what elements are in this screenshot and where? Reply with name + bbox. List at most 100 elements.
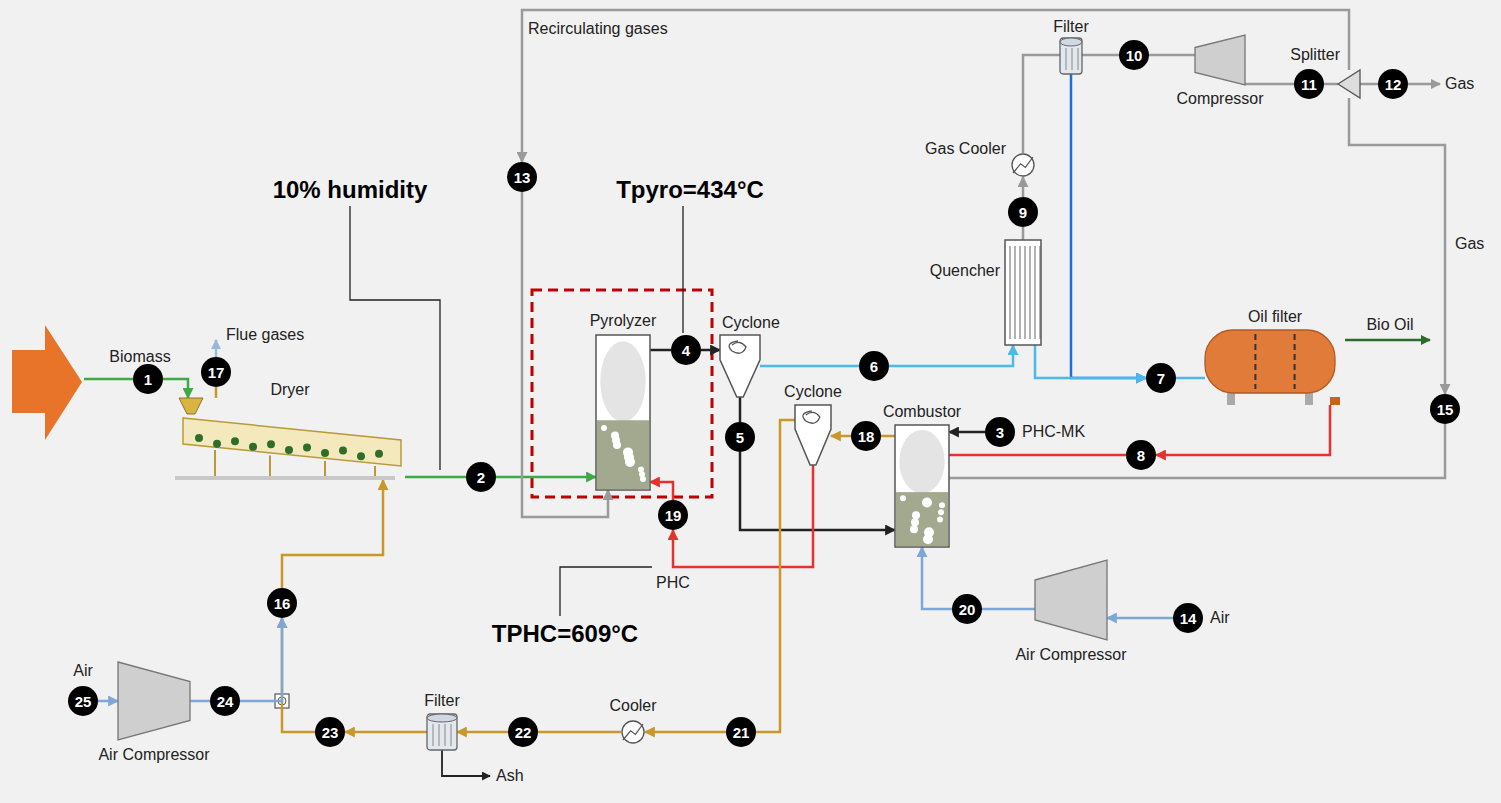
equipment-unit: Dryer bbox=[175, 398, 405, 480]
equipment-symbol bbox=[720, 335, 760, 397]
drawing-part bbox=[269, 456, 271, 479]
equipment-unit: Splitter bbox=[1338, 70, 1360, 98]
stream-number-text: 23 bbox=[322, 725, 339, 740]
drawing-part bbox=[1066, 48, 1067, 70]
stream-line bbox=[881, 435, 895, 438]
stream-number-text: 10 bbox=[1126, 48, 1143, 63]
drawing-part bbox=[938, 509, 944, 515]
stream-number: 23 bbox=[315, 717, 345, 747]
stream-line bbox=[650, 349, 671, 352]
stream-number: 8 bbox=[1126, 440, 1156, 470]
stream-number: 24 bbox=[210, 686, 240, 716]
stream-label: PHC bbox=[656, 574, 690, 592]
stream-label: Bio Oil bbox=[1366, 316, 1413, 334]
equipment-unit: Compressor bbox=[1195, 35, 1245, 85]
stream-number: 4 bbox=[671, 335, 701, 365]
drawing-part bbox=[1254, 334, 1256, 389]
equipment-unit: Air Compressor bbox=[1035, 560, 1107, 640]
equipment-label: Dryer bbox=[270, 381, 309, 399]
drawing-part bbox=[1005, 240, 1041, 345]
stream-line bbox=[1349, 98, 1445, 394]
drawing-part bbox=[900, 495, 906, 501]
drawing-part bbox=[912, 511, 920, 519]
drawing-part bbox=[214, 450, 216, 478]
callout-label: Tpyro=434°C bbox=[616, 176, 764, 204]
stream-line bbox=[949, 431, 985, 434]
stream-label: PHC-MK bbox=[1022, 423, 1085, 441]
equipment-label: Splitter bbox=[1290, 46, 1340, 64]
drawing-part bbox=[597, 420, 649, 489]
stream-number-text: 25 bbox=[75, 694, 92, 709]
equipment-symbol bbox=[596, 335, 650, 490]
drawing-part bbox=[285, 446, 293, 454]
drawing-part bbox=[439, 724, 440, 746]
drawing-part bbox=[611, 431, 619, 439]
leader-line bbox=[560, 567, 652, 616]
equipment-unit: Quencher bbox=[1005, 240, 1041, 345]
stream-number-text: 15 bbox=[1437, 402, 1454, 417]
stream-line bbox=[1324, 83, 1338, 86]
stream-line bbox=[457, 731, 508, 734]
stream-line bbox=[98, 700, 118, 703]
drawing-part bbox=[249, 443, 257, 451]
stream-label: Gas bbox=[1455, 235, 1484, 253]
drawing-part bbox=[729, 341, 746, 353]
stream-number-text: 19 bbox=[665, 508, 682, 523]
stream-number: 1 bbox=[133, 364, 163, 394]
leader-line bbox=[682, 206, 683, 333]
drawing-part bbox=[1035, 246, 1036, 339]
stream-number: 12 bbox=[1378, 69, 1408, 99]
stream-number-text: 9 bbox=[1019, 205, 1027, 220]
equipment-label: Compressor bbox=[1176, 90, 1263, 108]
drawing-part bbox=[1015, 246, 1016, 339]
stream-line bbox=[1107, 617, 1173, 620]
stream-line bbox=[1176, 377, 1205, 380]
stream-number-text: 8 bbox=[1137, 448, 1145, 463]
equipment-unit: Oil filter bbox=[1205, 330, 1345, 405]
equipment-symbol bbox=[118, 662, 190, 740]
equipment-label: Oil filter bbox=[1248, 308, 1302, 326]
stream-number: 3 bbox=[985, 417, 1015, 447]
drawing-part bbox=[179, 398, 203, 414]
drawing-part bbox=[910, 525, 918, 533]
drawing-part bbox=[451, 724, 452, 746]
stream-number-text: 5 bbox=[736, 430, 744, 445]
stream-number-text: 13 bbox=[514, 170, 531, 185]
stream-line bbox=[701, 349, 720, 352]
stream-line bbox=[673, 465, 813, 567]
drawing-part bbox=[445, 724, 446, 746]
stream-line bbox=[1245, 83, 1294, 86]
drawing-part bbox=[899, 430, 944, 493]
equipment-label: Cooler bbox=[609, 697, 656, 715]
drawing-part bbox=[895, 425, 949, 547]
stream-number-text: 6 bbox=[870, 359, 878, 374]
drawing-part bbox=[896, 492, 948, 546]
drawing-part bbox=[1330, 397, 1340, 405]
drawing-part bbox=[623, 447, 633, 457]
drawing-part bbox=[427, 714, 457, 750]
stream-number: 22 bbox=[508, 717, 538, 747]
stream-number: 10 bbox=[1119, 40, 1149, 70]
equipment-label: Quencher bbox=[930, 262, 1000, 280]
stream-number: 20 bbox=[952, 594, 982, 624]
drawing-part bbox=[1072, 48, 1073, 70]
equipment-symbol bbox=[895, 425, 949, 547]
drawing-part bbox=[596, 335, 650, 490]
stream-line bbox=[538, 731, 621, 734]
stream-number: 15 bbox=[1430, 394, 1460, 424]
stream-line bbox=[1149, 54, 1195, 57]
stream-line bbox=[740, 452, 895, 530]
stream-number: 9 bbox=[1008, 197, 1038, 227]
equipment-symbol bbox=[1011, 153, 1035, 177]
stream-line bbox=[1156, 405, 1330, 455]
stream-line bbox=[240, 618, 282, 701]
stream-label: Flue gases bbox=[226, 326, 304, 344]
drawing-part bbox=[622, 721, 644, 743]
flue-gas-outlet bbox=[215, 340, 218, 357]
drawing-part bbox=[118, 662, 190, 740]
stream-number: 6 bbox=[859, 351, 889, 381]
stream-line bbox=[1022, 227, 1025, 240]
stream-line bbox=[215, 387, 218, 398]
